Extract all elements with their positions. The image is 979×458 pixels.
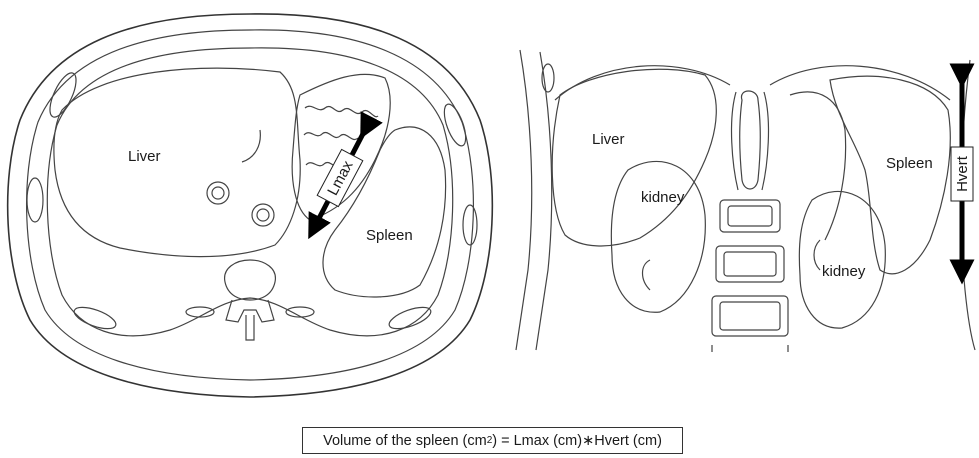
axial-spleen-label: Spleen	[366, 227, 413, 244]
coronal-kidney-left	[611, 161, 705, 312]
coronal-spleen-label: Spleen	[886, 155, 933, 172]
coronal-liver	[552, 69, 716, 246]
axial-ct-illustration	[8, 14, 493, 397]
hvert-label: Hvert	[954, 155, 971, 192]
formula-suffix: ) = Lmax (cm)∗Hvert (cm)	[492, 433, 662, 449]
coronal-kidney-right-label: kidney	[822, 263, 866, 280]
axial-liver	[54, 68, 300, 257]
coronal-kidney-left-label: kidney	[641, 189, 685, 206]
axial-liver-label: Liver	[128, 148, 161, 165]
axial-vertebra	[225, 260, 276, 300]
hvert-label-box: Hvert	[951, 147, 973, 201]
coronal-kidney-right	[799, 191, 885, 328]
coronal-illustration	[516, 50, 975, 352]
coronal-liver-label: Liver	[592, 131, 625, 148]
coronal-spleen	[830, 76, 950, 274]
lmax-label-box: Lmax	[317, 149, 363, 206]
axial-cavity	[47, 48, 452, 336]
formula-prefix: Volume of the spleen (cm	[323, 433, 487, 449]
